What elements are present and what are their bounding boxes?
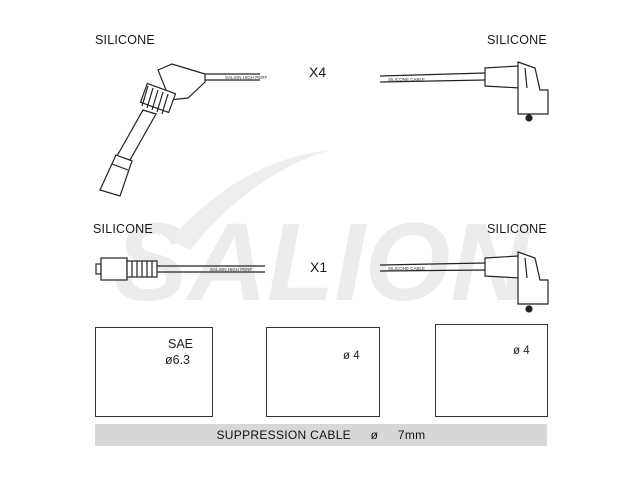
diameter-symbol: ø [370, 428, 379, 442]
plug-standard-label: SAE [168, 337, 194, 351]
material-label-mid-right: SILICONE [487, 222, 547, 236]
spark-plug-detail-box [95, 327, 213, 417]
distributor-detail-box [266, 327, 380, 417]
plug-boot-straight-top [99, 63, 260, 197]
cable-spec-text: SUPPRESSION CABLE [216, 428, 351, 442]
watermark-logo: SALION [114, 150, 532, 324]
cable-print-text-4: SILICONE CABLE [388, 266, 425, 271]
cable-print-text-1: SALION HIGH PERF [225, 75, 268, 80]
cap-detail-box [435, 324, 548, 417]
quantity-row-2: X1 [310, 259, 328, 275]
distributor-diameter-label: ø 4 [343, 350, 360, 362]
cable-spec-bar: SUPPRESSION CABLE ø 7mm [95, 424, 547, 446]
plug-boot-straight-bottom [95, 257, 265, 281]
cable-diameter-value: 7mm [397, 428, 426, 442]
plug-diameter-label: ø6.3 [165, 353, 191, 367]
cable-print-text-3: SALION HIGH PERF [210, 267, 253, 272]
cable-print-text-2: SILICONE CABLE [388, 77, 425, 82]
material-label-mid-left: SILICONE [93, 222, 153, 236]
watermark-text: SALION [114, 201, 532, 324]
watermark-swoosh [170, 150, 330, 250]
plug-boot-angled-top-right [379, 61, 549, 122]
material-label-top-right: SILICONE [487, 33, 547, 47]
material-label-top-left: SILICONE [95, 33, 155, 47]
quantity-row-1: X4 [309, 64, 327, 80]
plug-boot-angled-bottom-right [379, 251, 549, 313]
cap-diameter-label: ø 4 [513, 345, 530, 357]
